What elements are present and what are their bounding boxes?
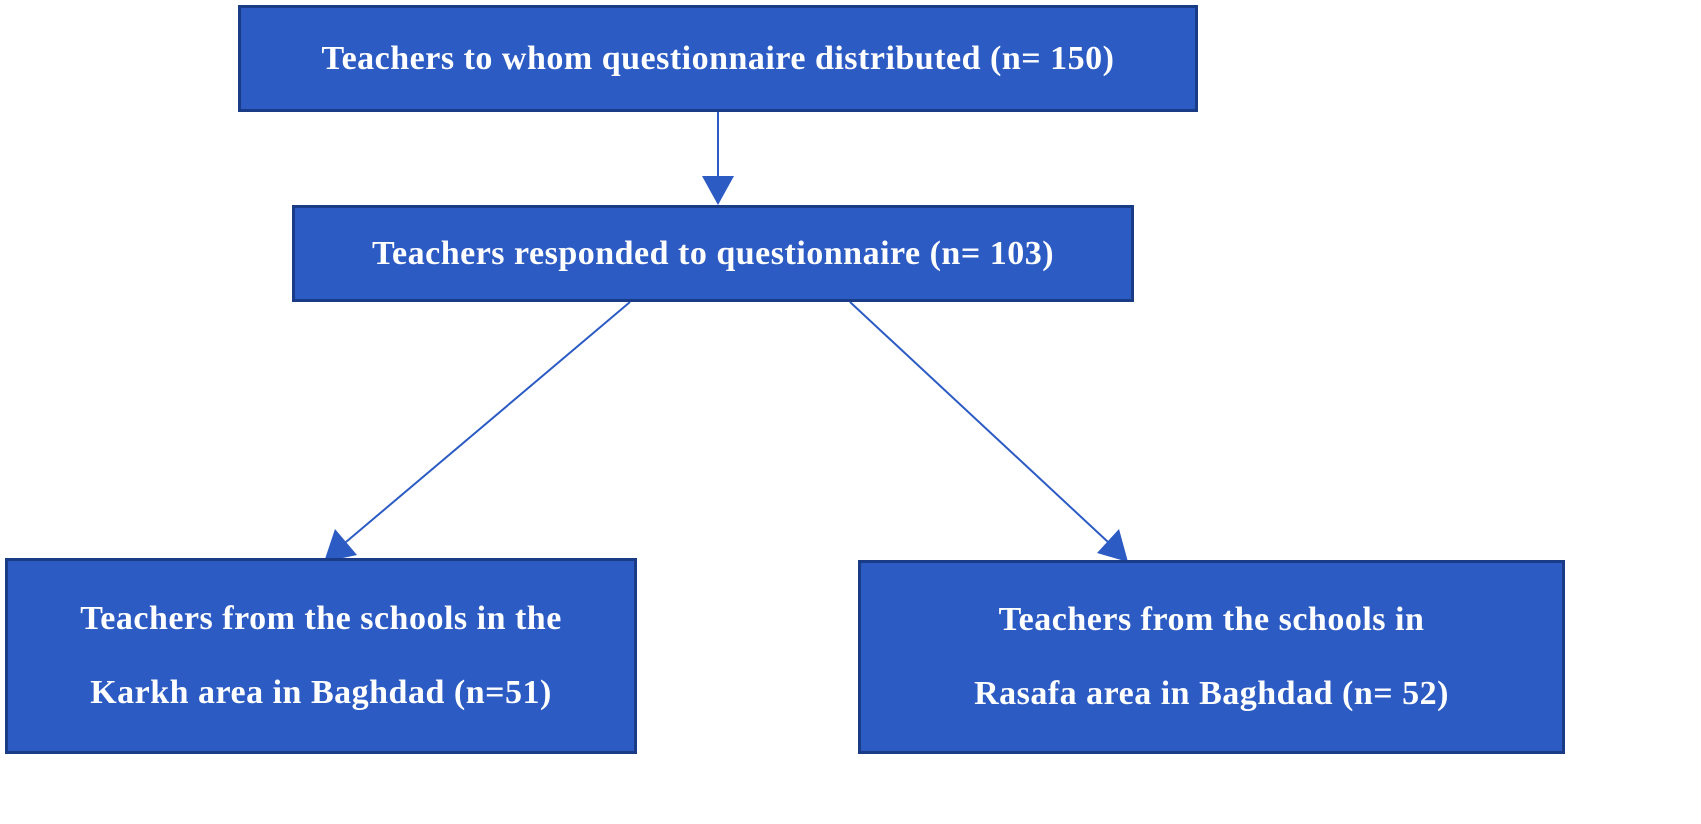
node-rasafa-teachers: Teachers from the schools in Rasafa area… xyxy=(858,560,1565,754)
node-questionnaire-distributed: Teachers to whom questionnaire distribut… xyxy=(238,5,1198,112)
node-teachers-responded: Teachers responded to questionnaire (n= … xyxy=(292,205,1134,302)
node-label-line1: Teachers from the schools in the xyxy=(80,600,562,637)
arrow-responded-to-karkh xyxy=(324,301,631,562)
node-label-line2: Rasafa area in Baghdad (n= 52) xyxy=(974,675,1449,712)
node-label-line2: Karkh area in Baghdad (n=51) xyxy=(90,674,552,711)
node-label: Teachers to whom questionnaire distribut… xyxy=(321,39,1115,77)
node-karkh-teachers: Teachers from the schools in the Karkh a… xyxy=(5,558,637,754)
node-label: Teachers responded to questionnaire (n= … xyxy=(371,234,1055,272)
arrow-distributed-to-responded xyxy=(702,112,734,205)
node-label-line1: Teachers from the schools in xyxy=(998,601,1425,638)
arrow-responded-to-rasafa xyxy=(849,301,1128,562)
